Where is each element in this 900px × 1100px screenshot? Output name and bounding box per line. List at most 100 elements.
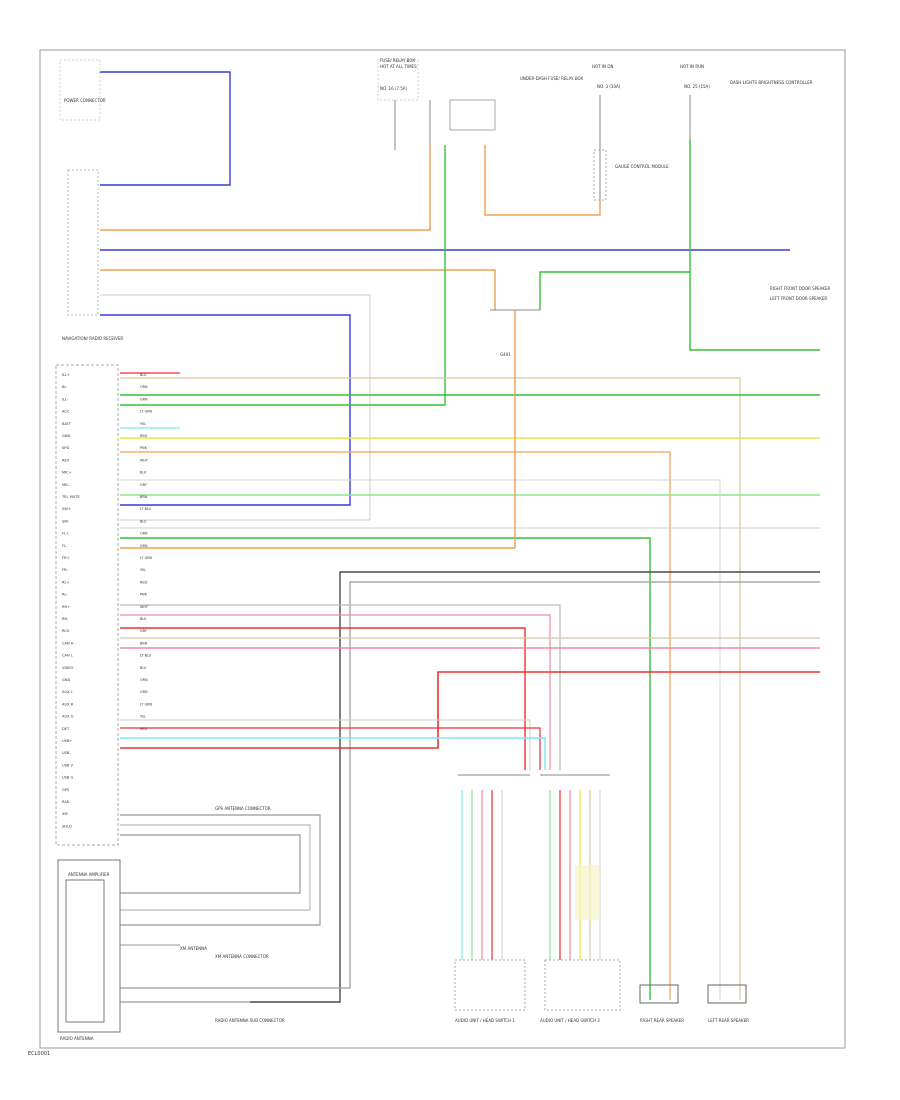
wire-code: GRN: [140, 397, 148, 401]
pin-label: FR+: [62, 556, 70, 560]
pin-label: BATT: [62, 422, 72, 426]
wire-tan-1: [120, 377, 741, 1000]
wire-green-rs: [120, 537, 651, 1000]
pin-label: USB+: [62, 739, 72, 743]
pin-label: AUX L: [62, 690, 73, 694]
wire-red-au: [120, 627, 526, 770]
svg-text:DASH LIGHTS BRIGHTNESS CONTROL: DASH LIGHTS BRIGHTNESS CONTROLLER: [730, 80, 813, 85]
pin-label: RR+: [62, 605, 70, 609]
pin-label: AUX G: [62, 715, 74, 719]
pin-label: ILL+: [62, 373, 70, 377]
audio-unit-1: AUDIO UNIT / HEAD SWITCH 1: [454, 774, 530, 1023]
right-rear-speaker: RIGHT REAR SPEAKER: [639, 984, 684, 1023]
svg-text:GAUGE CONTROL MODULE: GAUGE CONTROL MODULE: [615, 164, 669, 169]
wire-code: WHT: [140, 605, 149, 609]
pin-label: GND: [62, 678, 70, 682]
wire-code: GRY: [140, 629, 148, 633]
wire-gray-bus: [120, 581, 820, 989]
gps-conn-label: GPS ANTENNA CONNECTOR: [215, 806, 271, 811]
pin-label: SHLD: [62, 824, 72, 828]
pin-label: ILL-: [62, 397, 69, 401]
ignition-switch-group: HOT AT ALL TIMES NO. 16 (7.5A) UNDER-DAS…: [377, 59, 583, 150]
pin-label: XM: [62, 812, 68, 816]
wire-red-au2: [120, 727, 541, 770]
pin-label: RL-: [62, 593, 68, 597]
wire-code: BRN: [140, 495, 148, 499]
wire-code: BLU: [140, 519, 147, 523]
wire-code: YEL: [140, 422, 146, 426]
svg-text:HOT IN RUN: HOT IN RUN: [680, 64, 704, 69]
wire-code: BLK: [140, 617, 147, 621]
fuse-right-group: HOT IN ON NO. 3 (10A) GAUGE CONTROL MODU…: [592, 64, 669, 201]
antenna-amp-label: ANTENNA AMPLIFIER: [68, 872, 110, 877]
diagram-frame: [39, 49, 846, 1049]
wire-code: ORN: [140, 678, 148, 682]
svg-text:NO. 3 (10A): NO. 3 (10A): [597, 84, 621, 89]
wire-code: RED: [140, 434, 147, 438]
radio-receiver-label: NAVIGATION/ RADIO RECEIVER: [62, 336, 123, 341]
wire-code: LT BLU: [140, 507, 152, 511]
radio-conn-label: RADIO ANTENNA SUB CONNECTOR: [215, 1018, 285, 1023]
power-conn-label: POWER CONNECTOR: [64, 98, 106, 103]
wire-blue-2: [100, 314, 351, 506]
pin-label: AUX R: [62, 702, 74, 706]
pin-label: MIC+: [62, 471, 72, 475]
wire-code: YEL: [140, 715, 146, 719]
pin-label: BL: [62, 385, 66, 389]
audio-unit-2: AUDIO UNIT / HEAD SWITCH 2: [540, 774, 621, 1023]
svg-text:UNDER-DASH FUSE/ RELAY BOX: UNDER-DASH FUSE/ RELAY BOX: [520, 76, 583, 81]
svg-text:NO. 25 (15A): NO. 25 (15A): [684, 84, 710, 89]
pin-label: GPS: [62, 788, 70, 792]
fuse-far-right-group: HOT IN RUN NO. 25 (15A) DASH LIGHTS BRIG…: [680, 64, 813, 140]
svg-text:AUDIO UNIT / HEAD SWITCH 2: AUDIO UNIT / HEAD SWITCH 2: [540, 1018, 600, 1023]
left-rear-speaker: LEFT REAR SPEAKER: [707, 984, 749, 1023]
left-front-label: LEFT FRONT DOOR SPEAKER: [770, 296, 827, 301]
pin-label: SW+: [62, 507, 71, 511]
wire-code: GRY: [140, 483, 148, 487]
antenna-connector: [59, 59, 101, 121]
wire-gray-1: [100, 294, 371, 521]
radio-receiver-box: [55, 364, 119, 846]
wire-code: BLU: [140, 373, 147, 377]
ignition-label: FUSE/ RELAY BOX: [380, 58, 415, 63]
pin-label: RCV: [62, 629, 70, 633]
pin-label: SW-: [62, 519, 70, 523]
wire-pink-au: [120, 614, 551, 770]
svg-text:HOT AT ALL TIMES: HOT AT ALL TIMES: [380, 64, 417, 69]
wire-antenna-1: [120, 814, 321, 926]
pin-label: FR-: [62, 568, 68, 572]
top-connector: [67, 169, 99, 316]
wire-code: ORN: [140, 385, 148, 389]
wire-black-bus: [250, 571, 820, 1003]
pin-label: FL+: [62, 532, 69, 536]
wire-code: PNK: [140, 446, 148, 450]
right-front-label: RIGHT FRONT DOOR SPEAKER: [770, 286, 831, 291]
wire-orange-1: [100, 145, 431, 231]
svg-text:AUDIO UNIT / HEAD SWITCH 1: AUDIO UNIT / HEAD SWITCH 1: [455, 1018, 515, 1023]
wire-antenna-2: [120, 824, 311, 911]
wire-gray-au1: [120, 604, 561, 770]
xm-conn-label: XM ANTENNA CONNECTOR: [215, 954, 269, 959]
pin-label: FL-: [62, 544, 68, 548]
pin-label: RAD: [62, 800, 70, 804]
wire-code-labels: BLU ORN GRN LT GRN YEL RED PNK WHT BLK GRY BRN LT B…: [140, 373, 153, 731]
radio-antenna-label: RADIO ANTENNA: [60, 1036, 94, 1041]
wire-orange-rs: [120, 451, 671, 1000]
wire-gray-2: [120, 479, 721, 1000]
pin-label: RL+: [62, 580, 70, 584]
wire-code: LT GRN: [140, 410, 153, 414]
wire-code: WHT: [140, 458, 149, 462]
svg-text:RIGHT REAR SPEAKER: RIGHT REAR SPEAKER: [640, 1018, 684, 1023]
wire-orange-3: [484, 145, 601, 216]
pin-label: USB-: [62, 751, 71, 755]
wire-gray-au2: [120, 719, 531, 770]
wire-green-fr: [689, 140, 820, 351]
svg-text:LEFT REAR SPEAKER: LEFT REAR SPEAKER: [708, 1018, 749, 1023]
wire-blue-top: [100, 71, 231, 186]
pin-label: CAN L: [62, 654, 73, 658]
wire-red-long: [120, 671, 820, 749]
wire-code: BLU: [140, 666, 147, 670]
wire-code: BRN: [140, 641, 148, 645]
